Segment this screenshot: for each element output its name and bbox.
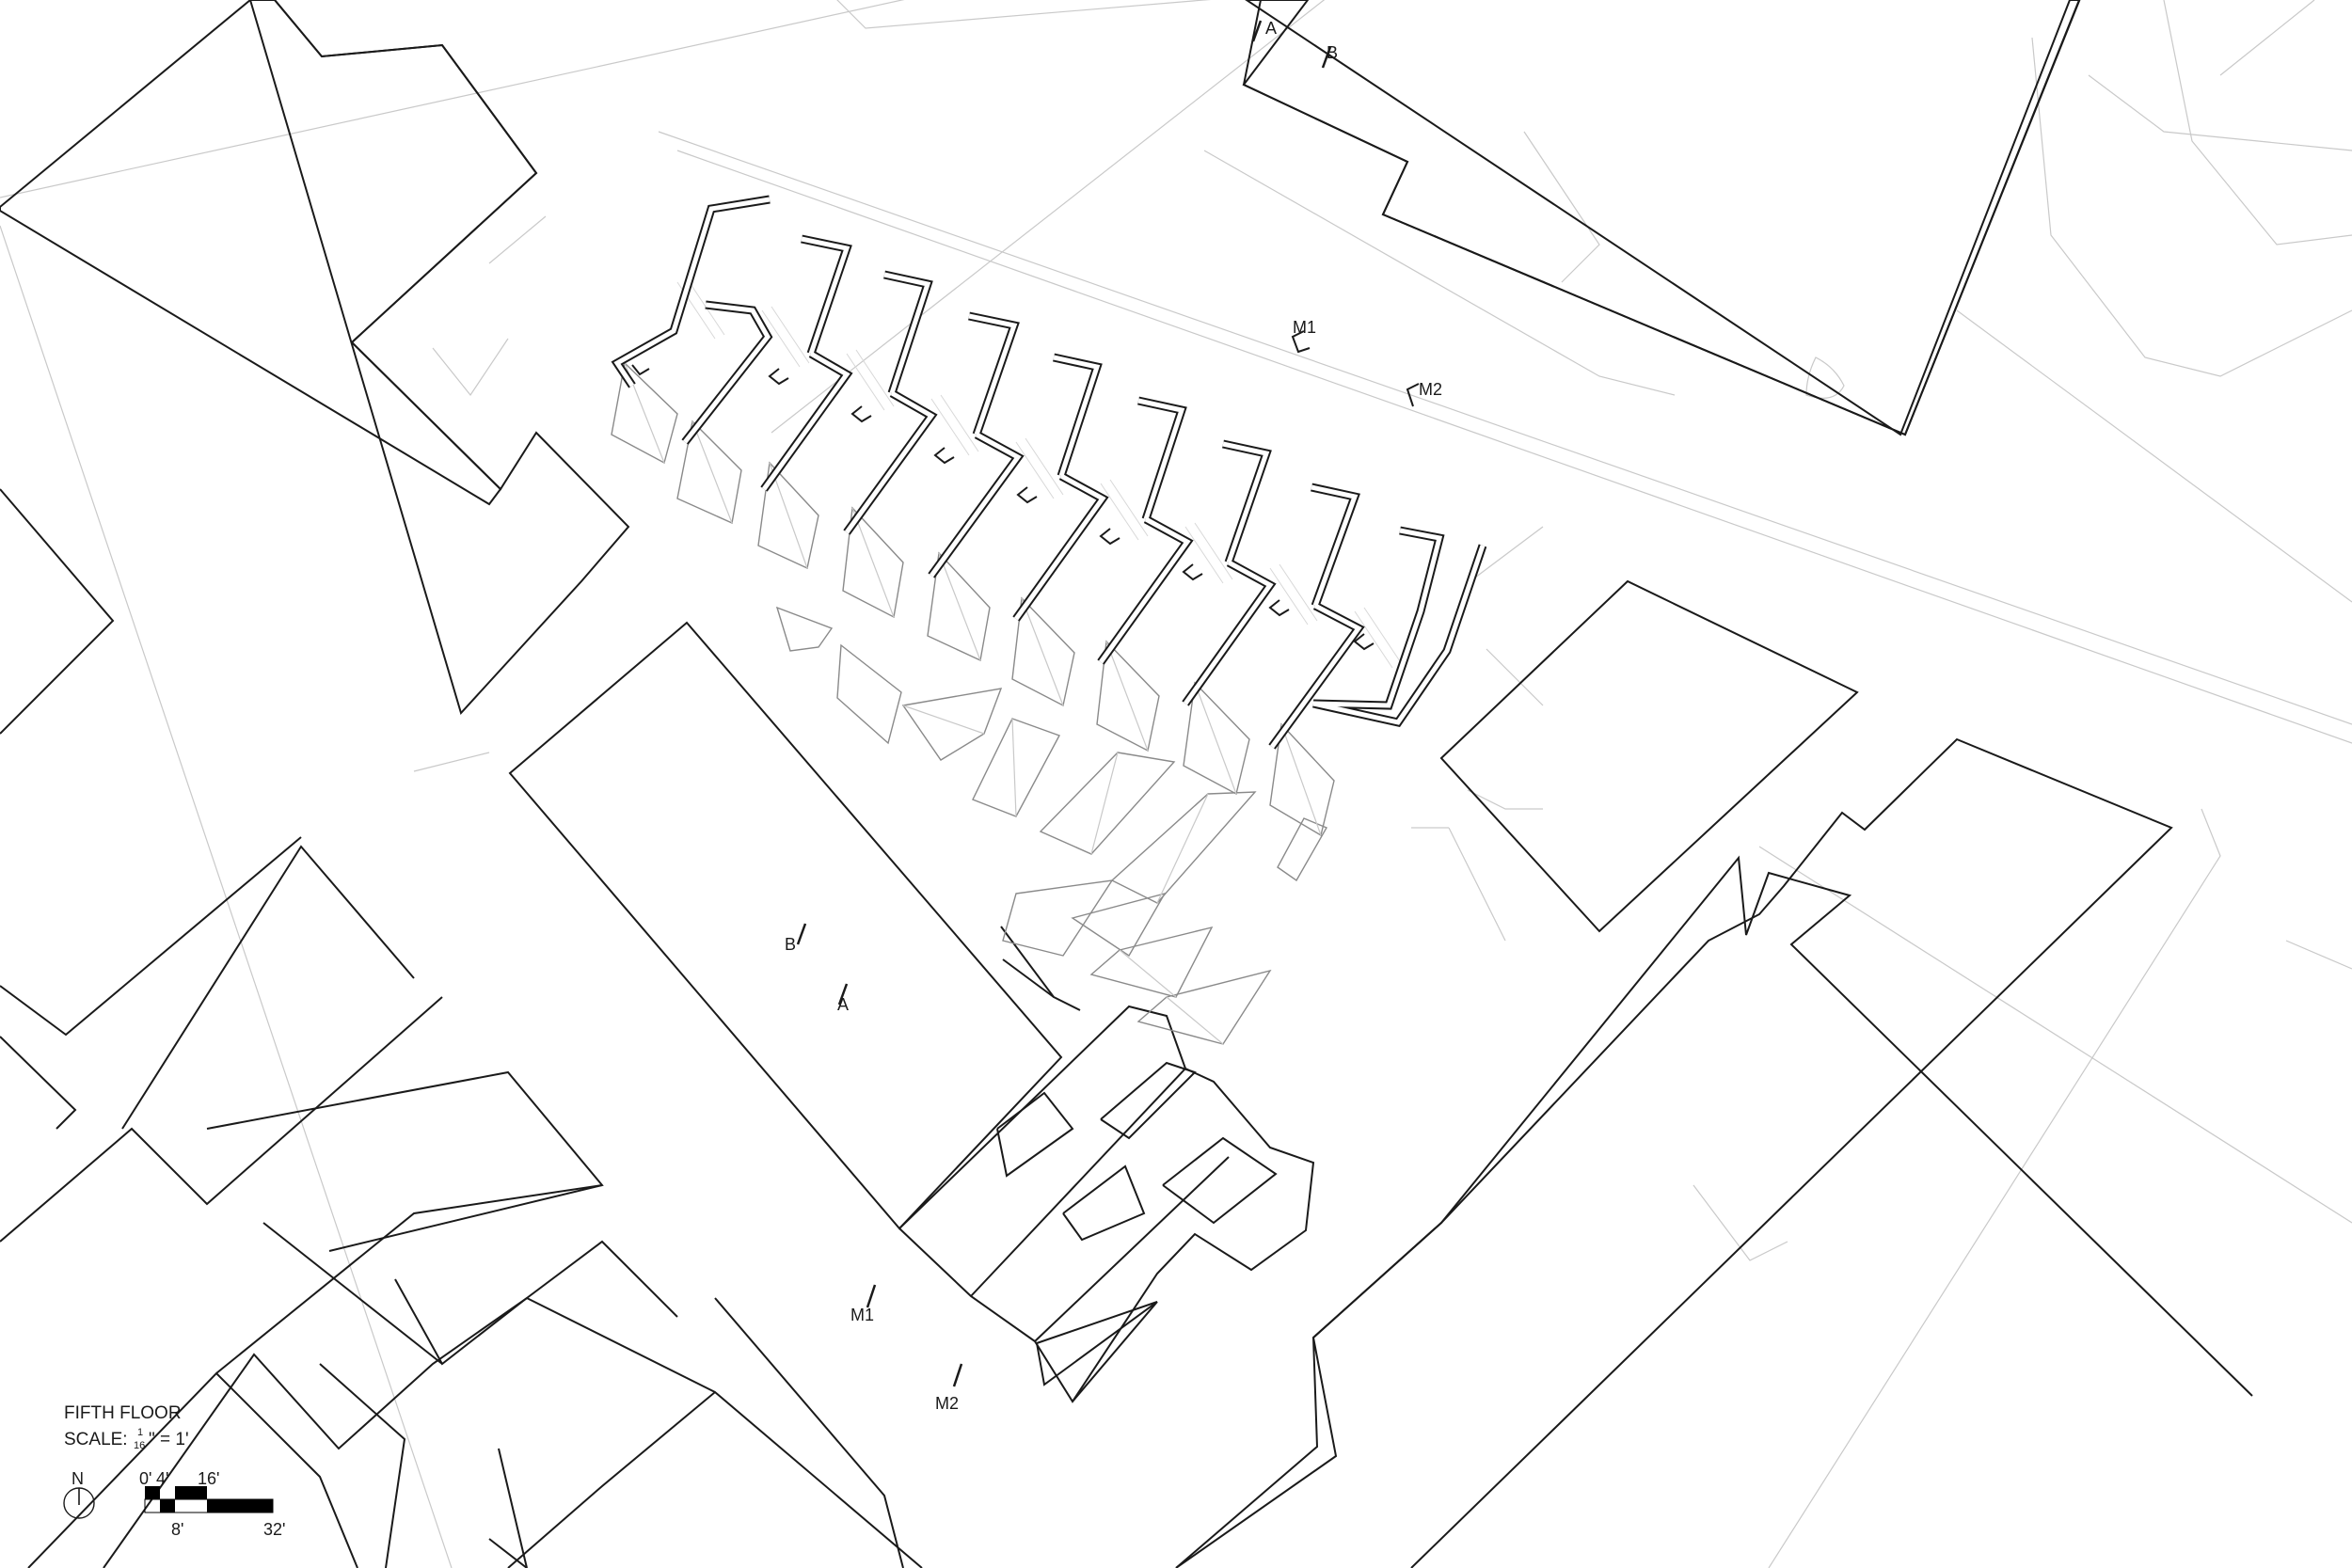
section-m1-top-label: M1 xyxy=(1293,318,1316,337)
unit-walls xyxy=(611,195,1487,750)
section-a-bottom-label: A xyxy=(837,995,849,1014)
section-b-bottom-label: B xyxy=(785,935,796,954)
scale-suffix: " = 1' xyxy=(149,1430,189,1449)
scale-bar-label-8: 8' xyxy=(171,1520,183,1539)
drawing-title: FIFTH FLOOR xyxy=(64,1403,182,1423)
scale-numerator: 1 xyxy=(137,1427,143,1438)
scale-bar: 0' 4' 8' 16' 32' xyxy=(139,1469,285,1539)
section-b-top-label: B xyxy=(1327,43,1338,62)
scale-denominator: 16 xyxy=(134,1440,145,1451)
stair-hatches xyxy=(676,277,1403,669)
north-label: N xyxy=(72,1469,84,1488)
section-m2-top-label: M2 xyxy=(1419,380,1442,399)
scale-bar-label-4: 4' xyxy=(156,1469,168,1488)
scale-prefix: SCALE: xyxy=(64,1430,128,1449)
stall-outlines xyxy=(611,361,1335,1045)
scale-bar-label-16: 16' xyxy=(198,1469,219,1488)
scale-bar-label-32: 32' xyxy=(263,1520,285,1539)
title-block: FIFTH FLOOR SCALE: 1 16 " = 1' N xyxy=(63,1403,189,1519)
scale-bar-label-0: 0' xyxy=(139,1469,151,1488)
section-m2-bottom-label: M2 xyxy=(935,1394,959,1413)
section-a-top-label: A xyxy=(1265,19,1277,38)
section-markers: A B B A M1 M2 M1 M2 xyxy=(785,19,1442,1413)
section-m1-bottom-label: M1 xyxy=(850,1306,874,1324)
neighbor-buildings xyxy=(0,0,2253,1568)
